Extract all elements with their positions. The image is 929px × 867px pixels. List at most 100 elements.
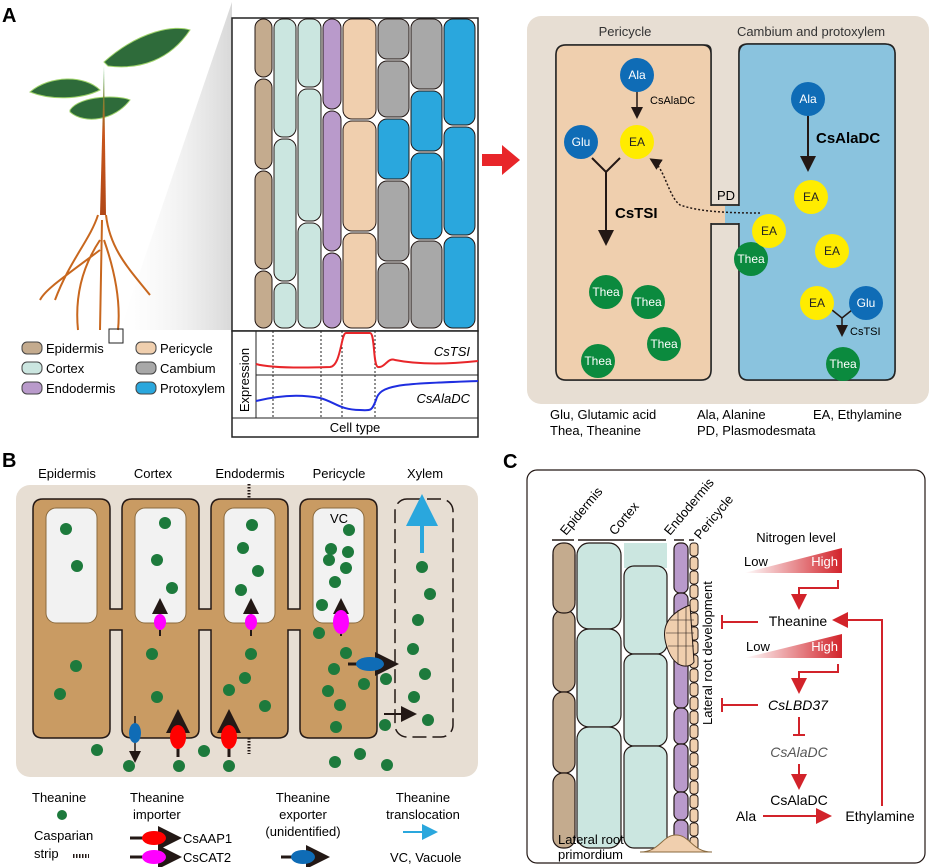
legend-theanine: Theanine [32,790,86,805]
ala-molecule-circle [791,82,825,116]
pericycle-cell [689,752,699,767]
legend-swatch-epidermis [21,341,43,355]
legend-exporter-2: exporter [279,807,327,822]
glu-molecule: Glu [849,286,883,320]
theanine-dot [424,588,436,600]
ea-molecule: EA [800,286,834,320]
b-legend: Theanine Casparian strip Theanine import… [32,790,461,867]
exporter-transporter [356,657,384,671]
theanine-dot [380,673,392,685]
exporter-icon [291,850,315,864]
glu-ea-to-thea-arrow [591,157,621,242]
panel-label-c: C [503,451,517,473]
legend-swatch-cortex [21,361,43,375]
thea-molecule-label: Thea [584,354,612,368]
pericycle-cell [689,542,699,557]
ea-molecule-label: EA [809,296,825,310]
root-cell [443,126,476,236]
root-cell [254,170,273,270]
cell-type-legend: EpidermisCortexEndodermisPericycleCambiu… [21,341,225,396]
theanine-dot [252,565,264,577]
root-cell [410,152,443,240]
cscat2-icon [142,850,166,864]
legend-translocation-2: translocation [386,807,460,822]
theanine-dot [259,700,271,712]
pericycle-cell [689,794,699,809]
epidermis-cell [552,542,576,614]
epidermis-cell [552,772,576,849]
pericycle-cell [689,570,699,585]
root-cell [443,236,476,329]
legend-swatch-endodermis [21,381,43,395]
theanine-dot [237,542,249,554]
nitrogen-gradient-1 [744,548,842,573]
cambium-protoxylem-title: Cambium and protoxylem [737,24,885,39]
root-cell [410,240,443,329]
legend-exporter-1: Theanine [276,790,330,805]
expression-ylabel: Expression [237,348,252,412]
theanine-dot [354,748,366,760]
ethylamine-to-theanine-arrow [832,612,883,806]
theanine-dot [419,668,431,680]
legend-swatch-protoxylem [135,381,157,395]
root-cell [322,18,342,110]
legend-label-protoxylem: Protoxylem [160,381,225,396]
b-column-labels: Epidermis Cortex Endodermis Pericycle Xy… [38,466,443,481]
root-cell [410,90,443,152]
thea-molecule-circle [734,242,768,276]
theanine-dot [412,614,424,626]
legend-exporter-3: (unidentified) [265,824,340,839]
cortex-cell [624,543,667,568]
transporters [129,598,417,763]
cortex-cell [623,565,668,655]
thea-molecule: Thea [647,327,681,361]
ea-molecule-circle [815,234,849,268]
root-cell [297,88,322,222]
endodermis-cell [673,707,689,745]
b-label-endodermis: Endodermis [215,466,285,481]
ala-node: Ala [736,808,756,824]
thea-molecule-circle [631,285,665,319]
cscat2-transporter [154,614,166,630]
glu-molecule-label: Glu [857,296,876,310]
ea-molecule-circle [752,214,786,248]
b-label-xylem: Xylem [407,466,443,481]
ea-molecule-label: EA [629,135,645,149]
csaladc-enzyme-label: CsAlaDC [770,792,828,808]
c-root-cells [552,542,699,851]
legend-label-endodermis: Endodermis [46,381,116,396]
thea-molecule-label: Thea [737,252,765,266]
leaf-top [103,27,191,68]
regulatory-network: Nitrogen level Low High Theanine Low Hig… [721,530,915,824]
theanine-dot [313,627,325,639]
thea-molecule-circle [589,275,623,309]
legend-importer-2: importer [133,807,181,822]
theanine-dot [330,721,342,733]
endodermis-cell [673,542,689,594]
ala-molecule-label: Ala [799,92,817,106]
root-cell [342,120,377,232]
csaladc-expression-curve [255,380,479,412]
thea-molecule: Thea [631,285,665,319]
theanine-dot [166,582,178,594]
expression-xlabel: Cell type [330,420,381,435]
left-enzyme-cstsi: CsTSI [615,205,658,222]
cstsi-expression-curve [255,332,479,369]
theanine-dot [70,660,82,672]
panel-label-a: A [2,5,16,27]
arrow-shaft [482,154,504,166]
ea-molecule-circle [794,180,828,214]
low-label-1: Low [744,554,768,569]
b-cells [32,498,378,739]
root-cell [410,18,443,90]
theanine-dot [316,599,328,611]
pd-label: PD [717,188,735,203]
thea-molecule-circle [647,327,681,361]
pericycle-cell [689,668,699,683]
theanine-dot-icon [57,810,67,820]
theanine-dot [343,524,355,536]
theanine-dot [328,663,340,675]
legend-label-cortex: Cortex [46,361,85,376]
legend-csaap1: CsAAP1 [183,831,232,846]
